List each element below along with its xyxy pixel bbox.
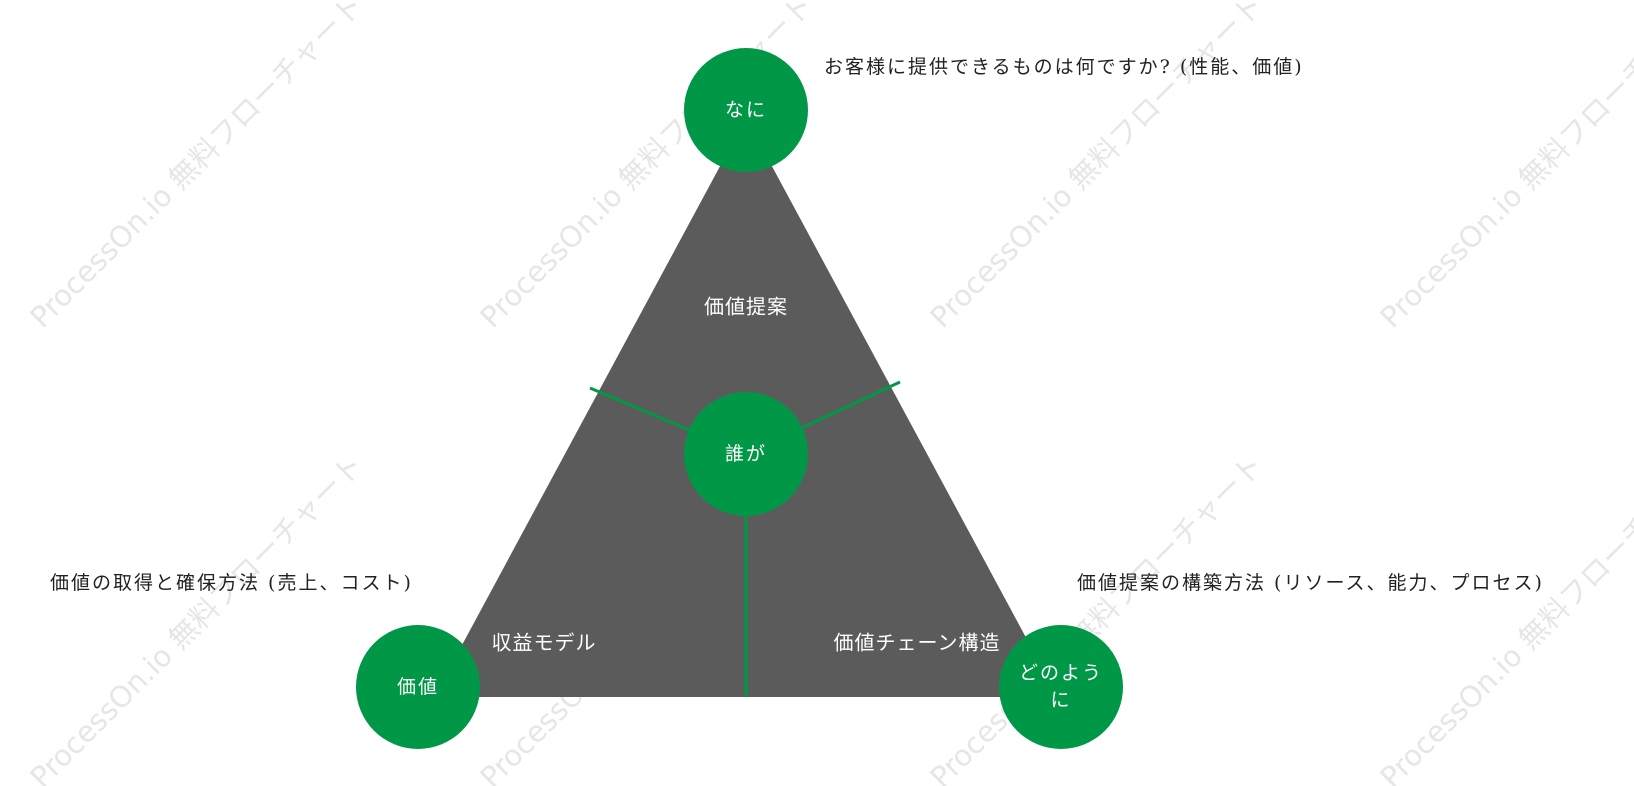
annotation-value: 価値の取得と確保方法 (売上、コスト): [50, 572, 413, 594]
node-what-label: なに: [724, 98, 767, 121]
segment-label-value-proposition: 価値提案: [704, 294, 788, 319]
node-who-label: 誰が: [724, 442, 767, 465]
node-what[interactable]: なに: [684, 48, 808, 172]
node-how-label: どのように: [1018, 662, 1103, 711]
node-value-label: 価値: [396, 675, 439, 698]
segment-label-revenue-model: 収益モデル: [491, 630, 597, 655]
node-who[interactable]: 誰が: [684, 392, 808, 516]
node-value[interactable]: 価値: [356, 625, 480, 749]
segment-label-value-chain: 価値チェーン構造: [833, 630, 1001, 655]
node-how[interactable]: どのように: [999, 625, 1123, 749]
annotation-how: 価値提案の構築方法 (リソース、能力、プロセス): [1077, 572, 1544, 594]
annotation-what: お客様に提供できるものは何ですか? (性能、価値): [824, 56, 1304, 78]
